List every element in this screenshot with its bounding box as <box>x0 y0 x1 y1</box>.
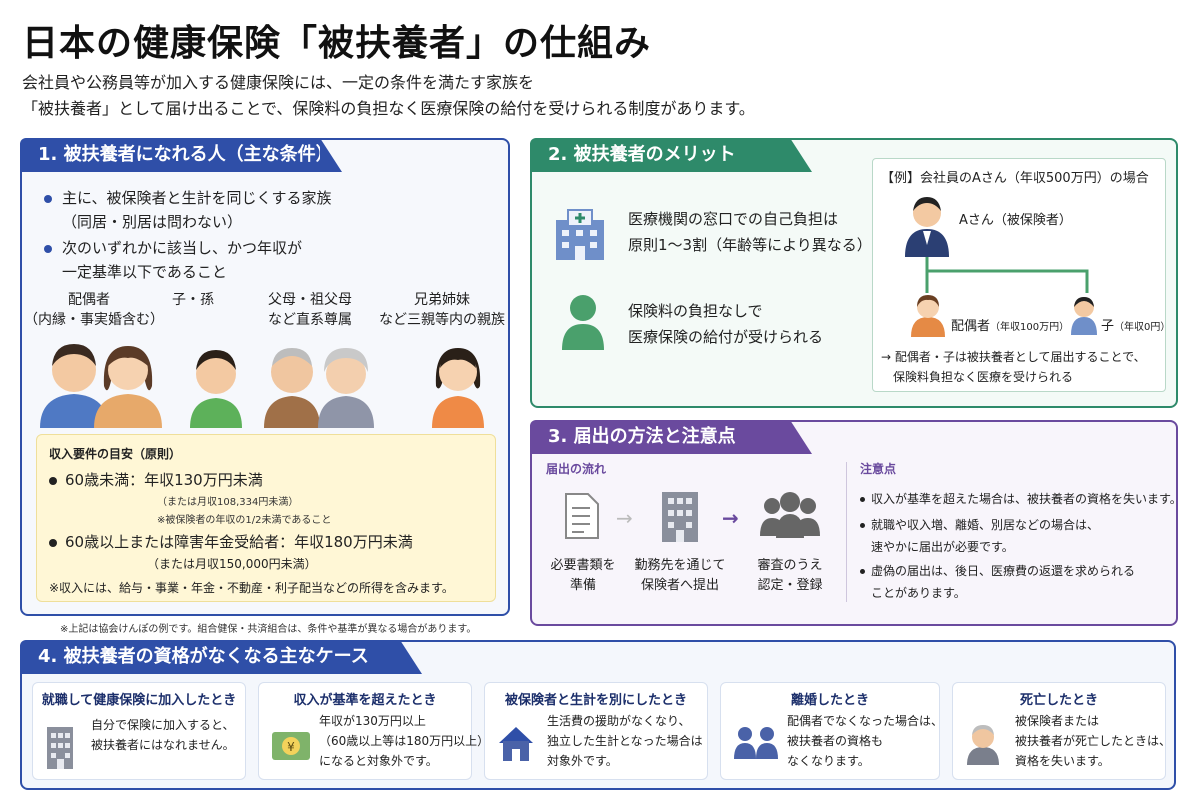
group-spouse-label: 配偶者（内縁・事実婚含む） <box>24 292 164 328</box>
section-eligibility: 1. 被扶養者になれる人（主な条件） 主に、被保険者と生計を同じくする家族 （同… <box>20 138 510 616</box>
section-4-tab: 4. 被扶養者の資格がなくなる主なケース <box>20 640 422 674</box>
case-title: 収入が基準を超えたとき <box>293 693 437 708</box>
businessman-icon <box>905 197 949 257</box>
office-building-icon <box>47 727 73 769</box>
husband-icon <box>40 344 108 428</box>
case-text: 生活費の援助がなくなり、独立した生計となった場合は対象外です。 <box>547 714 703 768</box>
sibling-icon <box>432 348 484 428</box>
example-child: 子（年収0円） <box>1101 319 1171 334</box>
case-title: 離婚したとき <box>790 693 869 708</box>
income-includes-note: ※収入には、給与・事業・年金・不動産・利子配当などの所得を含みます。 <box>49 581 454 595</box>
group-siblings-label: 兄弟姉妹など三親等内の親族 <box>379 292 505 328</box>
example-person-a: Aさん（被保険者） <box>959 213 1072 228</box>
section-procedure: 3. 届出の方法と注意点 届出の流れ → → 必要書類を準備 勤務先を通じて保険… <box>530 420 1182 626</box>
case-text: 年収が130万円以上（60歳以上等は180万円以上）になると対象外です。 <box>319 714 490 768</box>
wife-icon <box>94 346 162 428</box>
notes-heading: 注意点 <box>860 462 897 476</box>
flow-step-3: 審査のうえ認定・登録 <box>757 558 823 593</box>
income-over-60: 60歳以上または障害年金受給者：年収180万円未満 <box>49 531 413 552</box>
flow-arrow-1: → <box>616 506 633 530</box>
group-parents-label: 父母・祖父母など直系尊属 <box>268 292 352 328</box>
case-title: 被保険者と生計を別にしたとき <box>504 693 687 708</box>
example-box: 【例】会社員のAさん（年収500万円）の場合 Aさん（被保険者） 配偶者（年収1… <box>872 158 1170 392</box>
page-title: 日本の健康保険「被扶養者」の仕組み <box>22 23 652 64</box>
divider <box>846 462 847 602</box>
svg-text:¥: ¥ <box>287 740 295 754</box>
footnote: ※上記は協会けんぽの例です。組合健保・共済組合は、条件や基準が異なる場合がありま… <box>60 624 477 635</box>
section-2-tab: 2. 被扶養者のメリット <box>530 138 812 172</box>
example-heading: 【例】会社員のAさん（年収500万円）の場合 <box>881 171 1149 186</box>
intro-line-2: 「被扶養者」として届け出ることで、保険料の負担なく医療保険の給付を受けられる制度… <box>22 99 755 118</box>
hospital-icon <box>556 209 604 260</box>
group-children-label: 子・孫 <box>172 292 214 308</box>
note-1: 収入が基準を超えた場合は、被扶養者の資格を失います。 <box>860 488 1182 510</box>
flow-heading: 届出の流れ <box>546 462 607 476</box>
section-loss-cases: 4. 被扶養者の資格がなくなる主なケース 就職して健康保険に加入したとき 自分で… <box>20 640 1176 790</box>
person-icon <box>562 295 604 350</box>
company-building-icon <box>662 492 698 542</box>
income-heading: 収入要件の目安（原則） <box>49 447 182 461</box>
two-people-icon <box>734 727 778 759</box>
case-card-divorce: 離婚したとき 配偶者でなくなった場合は、被扶養者の資格もなくなります。 <box>720 682 944 780</box>
income-under-60-monthly: （または月収108,334円未満） <box>157 497 299 508</box>
condition-bullet-1: 主に、被保険者と生計を同じくする家族 （同居・別居は問わない） <box>44 186 332 234</box>
income-under-60: 60歳未満：年収130万円未満 <box>49 469 263 490</box>
case-card-death: 死亡したとき 被保険者または被扶養者が死亡したときは、資格を失います。 <box>952 682 1171 780</box>
case-card-employment: 就職して健康保険に加入したとき 自分で保険に加入すると、被扶養者にはなれません。 <box>32 682 246 780</box>
intro-line-1: 会社員や公務員等が加入する健康保険には、一定の条件を満たす家族を <box>22 73 535 92</box>
case-card-separate-living: 被保険者と生計を別にしたとき 生活費の援助がなくなり、独立した生計となった場合は… <box>484 682 708 780</box>
child-icon-small <box>1071 297 1097 335</box>
flow-step-1: 必要書類を準備 <box>550 558 616 593</box>
example-result: → 配偶者・子は被扶養者として届出することで、 保険料負担なく医療を受けられる <box>881 350 1146 384</box>
merit-no-premium: 保険料の負担なしで医療保険の給付が受けられる <box>628 302 824 346</box>
section-3-tab: 3. 届出の方法と注意点 <box>530 420 812 454</box>
flow-step-2: 勤務先を通じて保険者へ提出 <box>634 558 726 593</box>
intro-text: 会社員や公務員等が加入する健康保険には、一定の条件を満たす家族を 「被扶養者」と… <box>22 70 755 122</box>
case-title: 死亡したとき <box>1019 693 1098 708</box>
case-card-income: 収入が基準を超えたとき ¥ 年収が130万円以上（60歳以上等は180万円以上）… <box>258 682 489 780</box>
case-text: 被保険者または被扶養者が死亡したときは、資格を失います。 <box>1015 714 1172 768</box>
family-illustration <box>40 344 484 428</box>
yen-bill-icon: ¥ <box>272 732 310 760</box>
bullet-dot-icon <box>44 244 52 253</box>
note-3: 虚偽の届出は、後日、医療費の返還を求められることがあります。 <box>860 560 1135 604</box>
spouse-icon <box>911 295 945 337</box>
grandfather-icon <box>264 348 320 428</box>
example-spouse: 配偶者（年収100万円） <box>951 319 1070 334</box>
house-icon <box>499 727 533 761</box>
flow-arrow-2: → <box>722 506 739 530</box>
note-2: 就職や収入増、離婚、別居などの場合は、速やかに届出が必要です。 <box>860 514 1099 558</box>
section-1-tab: 1. 被扶養者になれる人（主な条件） <box>20 138 342 172</box>
merit-copayment: 医療機関の窓口での自己負担は原則1～3割（年齢等により異なる） <box>628 210 872 254</box>
case-text: 配偶者でなくなった場合は、被扶養者の資格もなくなります。 <box>787 714 944 768</box>
income-over-60-monthly: （または月収150,000円未満） <box>147 557 317 571</box>
case-title: 就職して健康保険に加入したとき <box>41 693 237 708</box>
elderly-man-icon <box>967 725 999 765</box>
bullet-dot-icon <box>44 194 52 203</box>
family-tree-lines <box>925 257 1089 293</box>
section-merits: 2. 被扶養者のメリット 医療機関の窓口での自己負担は原則1～3割（年齢等により… <box>530 138 1178 408</box>
child-icon <box>190 350 242 428</box>
document-icon <box>565 493 599 539</box>
reviewers-icon <box>760 492 820 538</box>
income-under-60-note: ※被保険者の年収の1/2未満であること <box>157 515 332 526</box>
condition-bullet-2: 次のいずれかに該当し、かつ年収が 一定基準以下であること <box>44 236 302 284</box>
grandmother-icon <box>318 348 374 428</box>
case-text: 自分で保険に加入すると、被扶養者にはなれません。 <box>91 718 235 752</box>
income-requirement-box: 収入要件の目安（原則） 60歳未満：年収130万円未満 （または月収108,33… <box>36 434 496 602</box>
